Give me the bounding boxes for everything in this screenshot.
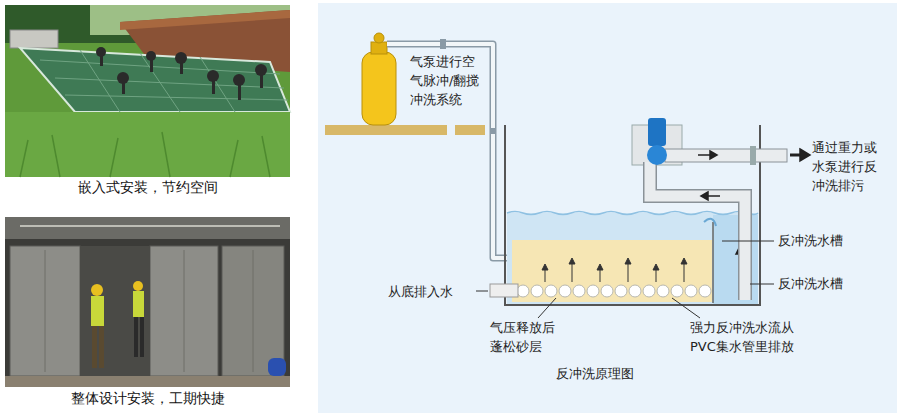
- photo-embedded: [5, 5, 290, 177]
- leader-lines: [476, 241, 774, 318]
- tank-label: 反冲洗水槽: [778, 231, 868, 250]
- drain-note: 通过重力或 水泵进行反 冲洗排污: [812, 138, 888, 195]
- photo-caption: 嵌入式安装，节约空间: [5, 178, 290, 197]
- sand-note: 气压释放后 蓬松砂层: [490, 318, 580, 356]
- photo-integrated: [5, 217, 290, 387]
- inlet-label: 从底排入水: [388, 282, 474, 301]
- flow-note: 强力反冲洗水流从 PVC集水管里排放: [690, 318, 820, 356]
- photo-caption: 整体设计安装，工期快捷: [5, 389, 290, 408]
- air-pipe: [387, 39, 528, 292]
- tank-label: 反冲洗水槽: [778, 274, 868, 293]
- air-pump-note: 气泵进行空 气脉冲/翻搅 冲洗系统: [410, 52, 490, 109]
- panel-ground: [318, 3, 897, 413]
- diagram-caption: 反冲洗原理图: [540, 364, 650, 383]
- pump-and-pipes: [632, 118, 810, 300]
